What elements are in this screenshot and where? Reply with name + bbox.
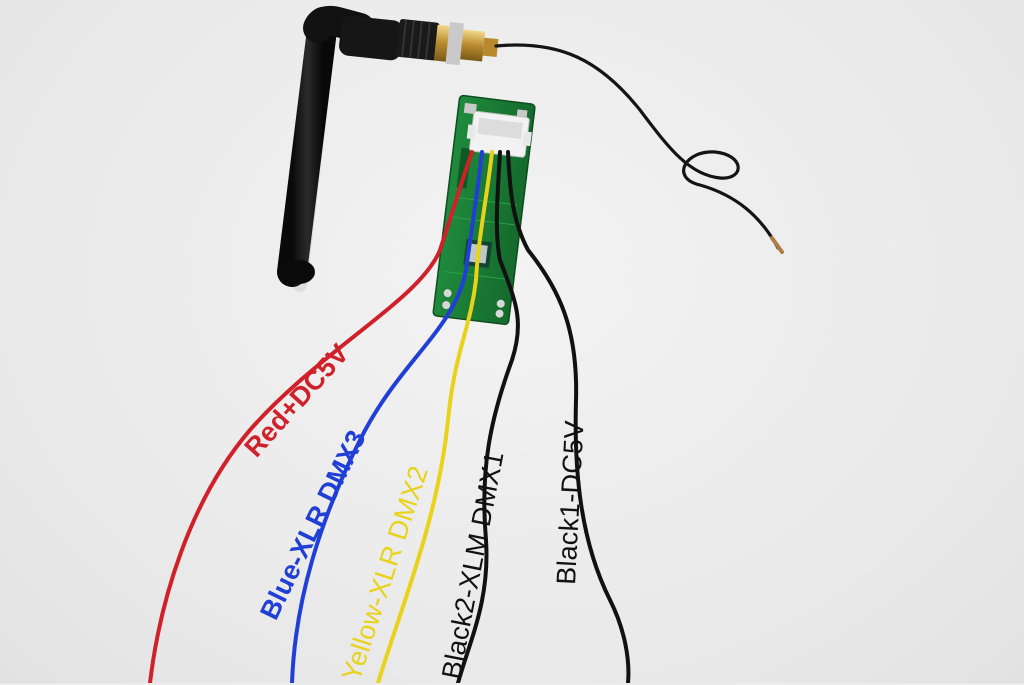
coax-cable: [494, 43, 780, 250]
wire-yellow: [376, 150, 494, 683]
wire-bundle: [148, 150, 631, 683]
wire-black1: [506, 150, 631, 683]
antenna: [277, 5, 499, 287]
wire-blue: [290, 150, 484, 683]
wire-black2: [456, 150, 520, 683]
wire-red: [148, 150, 474, 683]
coax-tip: [770, 236, 784, 254]
